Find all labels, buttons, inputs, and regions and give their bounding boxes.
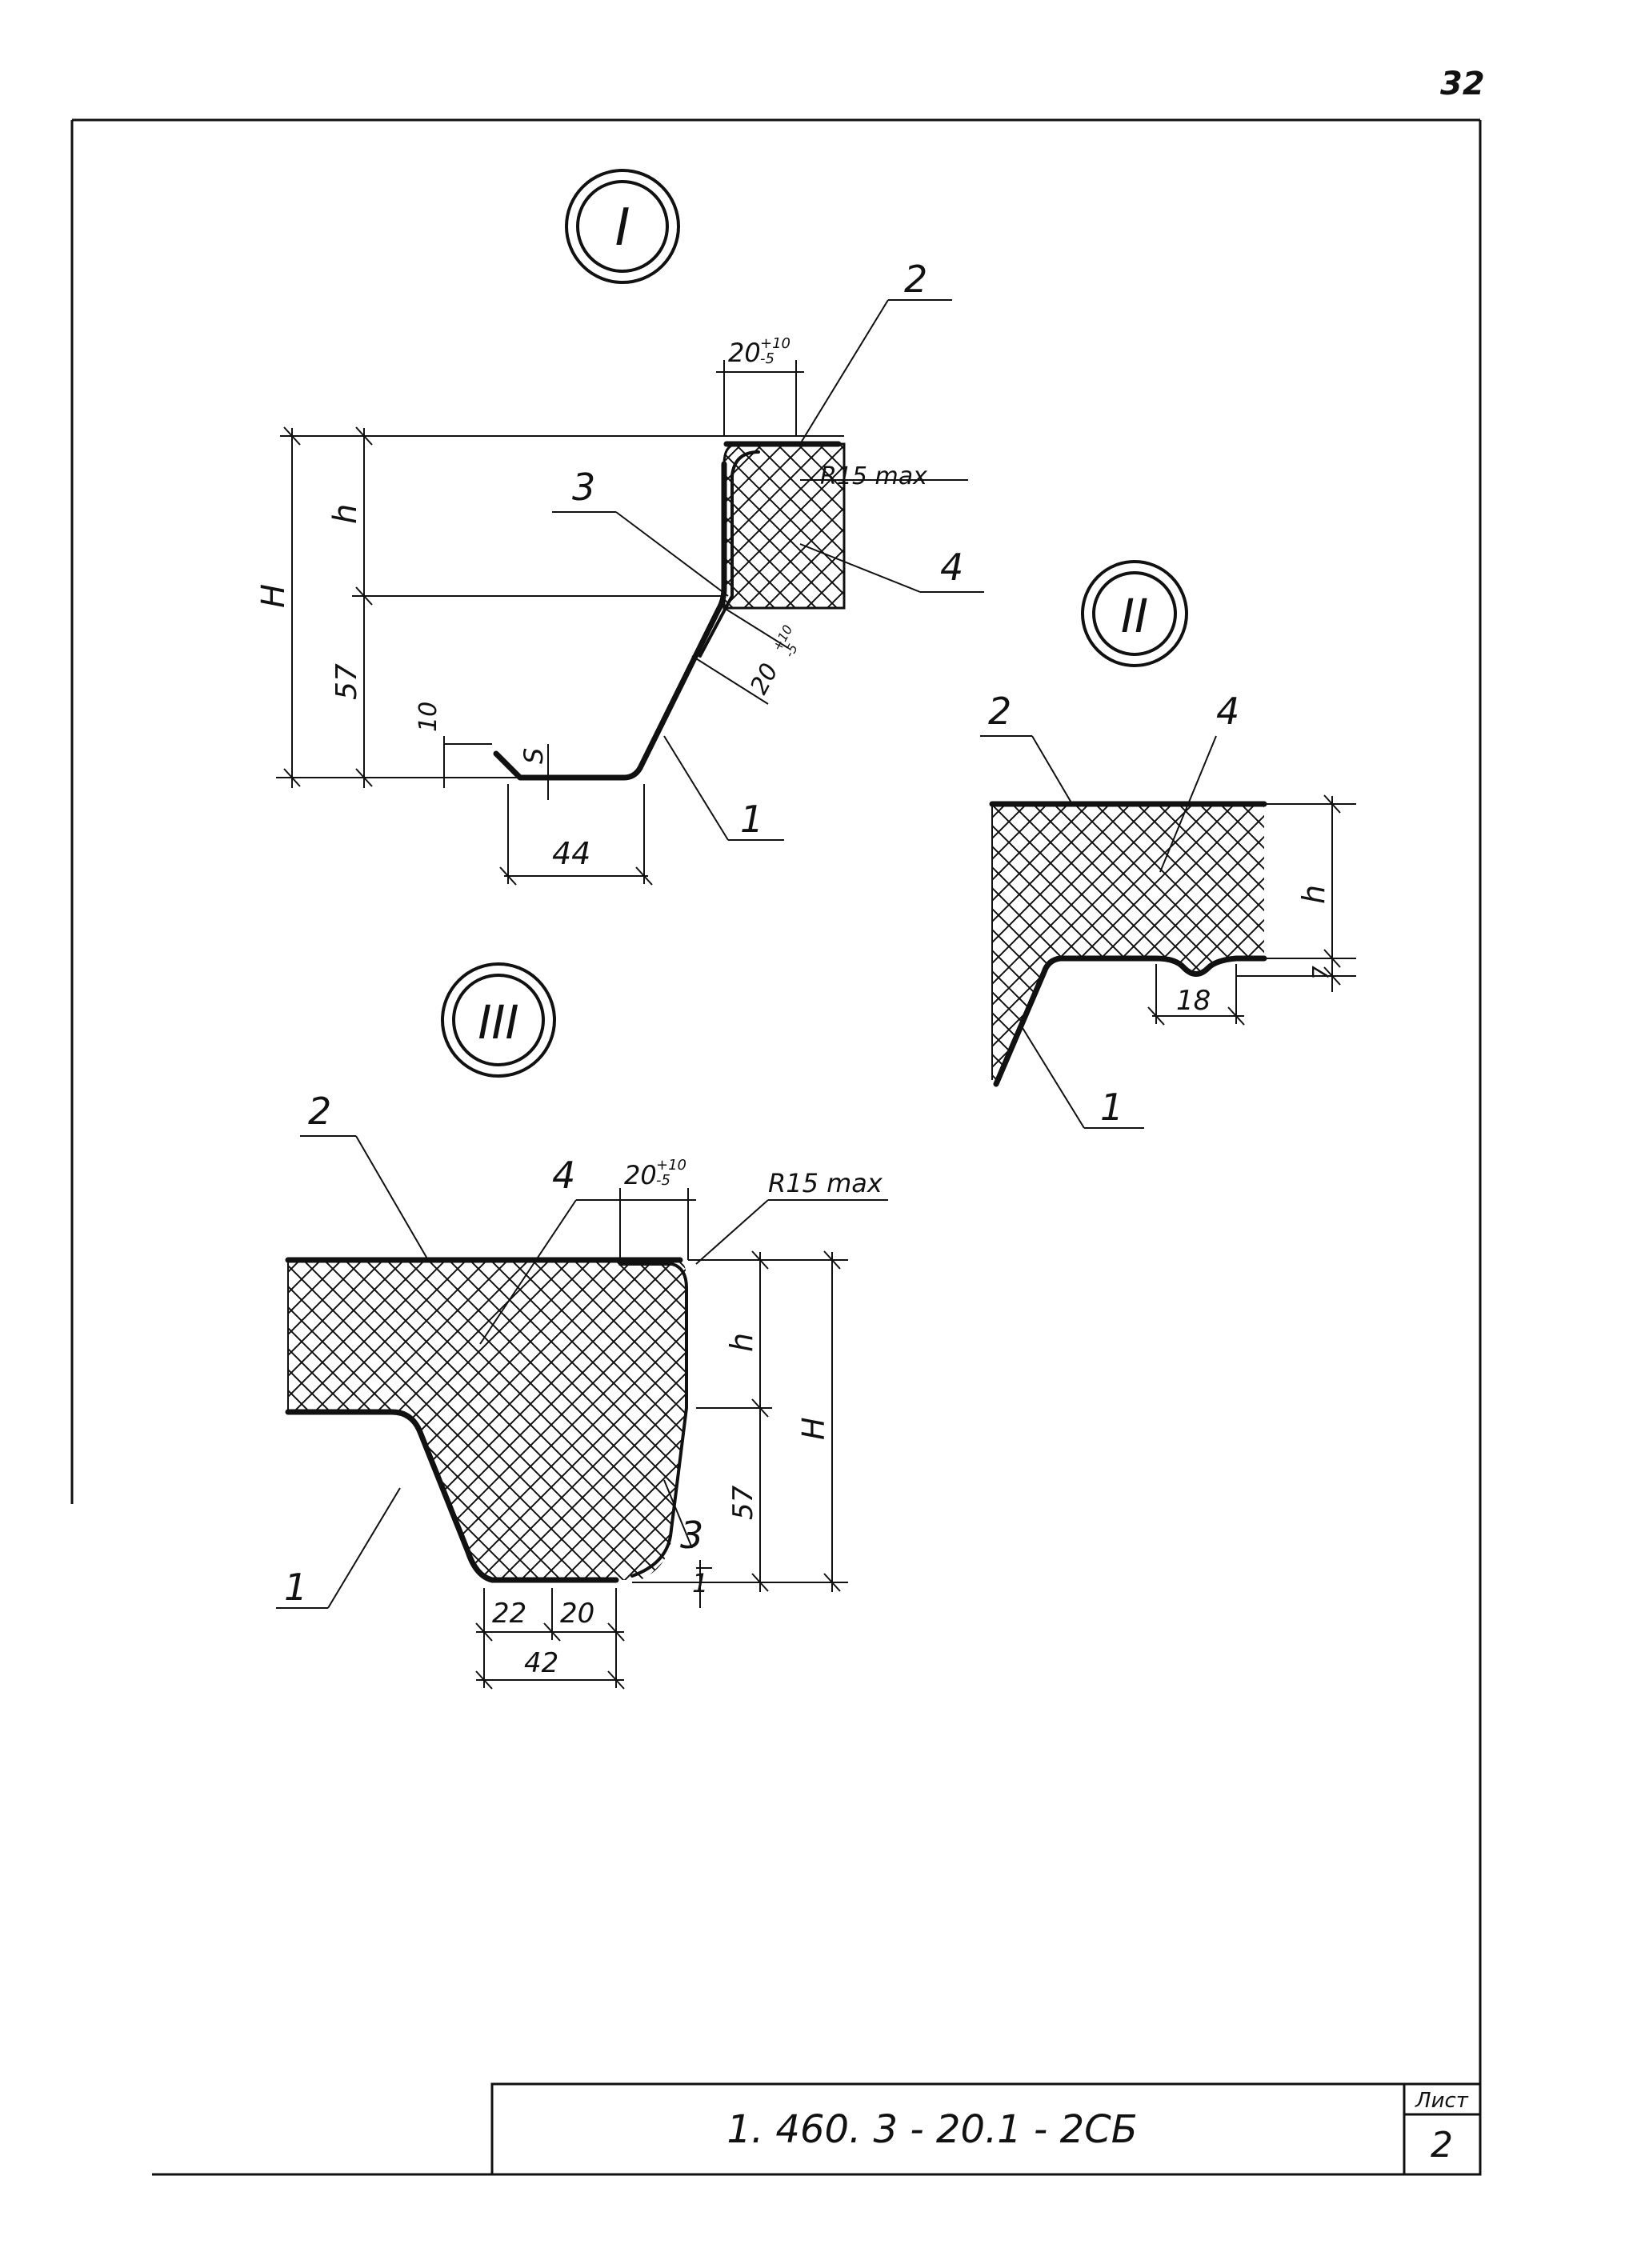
page-number: 32 — [1440, 66, 1485, 102]
detail-III-H: H — [796, 1417, 831, 1440]
detail-III-dimensions — [475, 1188, 848, 1690]
detail-III-profile-sheet — [285, 1409, 619, 1583]
detail-I-slope-tol: +10-5 — [770, 622, 807, 660]
detail-I-marker: I — [565, 169, 680, 284]
detail-III-20: 20 — [560, 1598, 594, 1630]
detail-III-insulation — [288, 1260, 686, 1580]
title-block: 1. 460. 3 - 20.1 - 2СБ Лист 2 — [490, 2082, 1482, 2176]
detail-I-10: 10 — [414, 702, 442, 732]
detail-I-callout-3: 3 — [572, 466, 595, 509]
detail-I-dimensions — [276, 360, 968, 886]
detail-II-7: 7 — [1307, 966, 1334, 980]
detail-I-callout-2: 2 — [904, 258, 927, 301]
detail-II-leaders — [980, 735, 1217, 1129]
detail-I-S: S — [518, 748, 549, 764]
detail-II-callout-2: 2 — [988, 690, 1011, 733]
detail-III-marker: III — [441, 962, 556, 1078]
detail-III-top-width: 20 — [624, 1160, 657, 1190]
detail-II-numeral: II — [1121, 589, 1148, 643]
detail-I-numeral: I — [615, 198, 630, 258]
detail-I: I — [255, 169, 984, 886]
detail-I-top-width: 20 — [728, 338, 761, 368]
detail-II-insulation — [992, 804, 1264, 1084]
detail-I-57: 57 — [330, 663, 363, 700]
detail-I-leaders — [552, 299, 984, 841]
detail-I-radius: R15 max — [820, 462, 927, 490]
detail-II-h: h — [1296, 885, 1331, 904]
detail-II-profile-sheet — [993, 955, 1267, 1087]
detail-III: III — [276, 962, 888, 1690]
detail-III-1: 1 — [692, 1568, 708, 1598]
detail-II: II 2 4 1 h 7 — [980, 560, 1356, 1129]
detail-III-flashing — [618, 1262, 688, 1578]
detail-III-callout-4: 4 — [552, 1154, 575, 1197]
detail-II-18: 18 — [1176, 985, 1211, 1017]
sheet-number: 2 — [1431, 2125, 1453, 2166]
detail-II-callout-4: 4 — [1216, 690, 1239, 733]
detail-I-44: 44 — [552, 836, 590, 871]
detail-I-flashing — [698, 450, 760, 658]
detail-III-callout-3: 3 — [680, 1514, 703, 1557]
detail-III-h: h — [724, 1333, 759, 1352]
detail-III-57: 57 — [727, 1485, 759, 1520]
detail-III-leaders — [276, 1135, 888, 1609]
detail-I-callout-1: 1 — [740, 798, 763, 841]
detail-III-22: 22 — [492, 1598, 526, 1630]
detail-I-h: h — [327, 504, 364, 524]
detail-III-numeral: III — [478, 995, 518, 1050]
detail-I-H: H — [255, 584, 292, 608]
detail-I-callout-4: 4 — [940, 546, 963, 589]
detail-III-radius: R15 max — [768, 1168, 883, 1198]
detail-III-top-width-tol: +10-5 — [656, 1157, 686, 1189]
detail-III-42: 42 — [524, 1647, 558, 1679]
detail-III-callout-1: 1 — [284, 1566, 307, 1609]
detail-I-profile-sheet — [493, 461, 727, 781]
sheet-label: Лист — [1415, 2089, 1469, 2113]
drawing-frame — [70, 118, 1482, 2176]
detail-II-dimensions — [1147, 794, 1356, 1026]
document-code: 1. 460. 3 - 20.1 - 2СБ — [726, 2107, 1137, 2152]
detail-II-callout-1: 1 — [1100, 1086, 1123, 1129]
detail-II-marker: II — [1081, 560, 1188, 667]
detail-III-callout-2: 2 — [308, 1090, 331, 1133]
detail-I-top-width-tol: +10-5 — [760, 335, 790, 367]
